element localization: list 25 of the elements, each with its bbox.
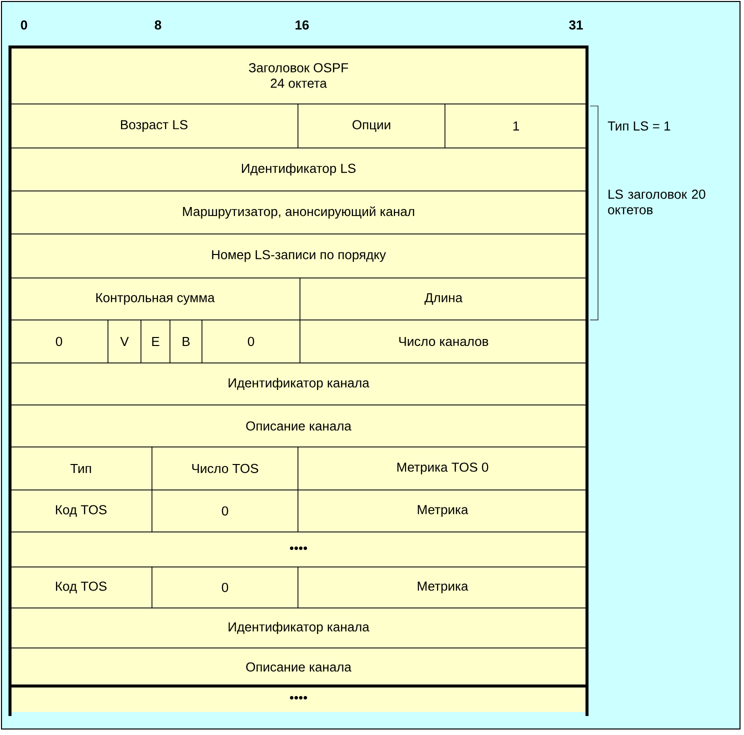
table-cell: E: [140, 320, 170, 364]
bit-number: 16: [296, 20, 309, 30]
table-cell: Код TOS: [10, 566, 152, 608]
table-cell: Метрика: [298, 490, 588, 532]
table-cell: Описание канала: [10, 648, 588, 686]
field-note: LS заголовок 20 октетов: [608, 190, 706, 214]
bit-number: 0: [20, 20, 28, 30]
table-cell: V: [108, 320, 142, 364]
bit-number: 31: [569, 20, 583, 30]
table-cell: Код TOS: [10, 490, 152, 532]
table-cell: Длина: [300, 278, 588, 320]
table-cell: ••••: [10, 686, 587, 712]
table-cell: Возраст LS: [10, 104, 298, 148]
table-cell: 1: [444, 104, 588, 148]
table-cell: Метрика TOS 0: [298, 446, 588, 490]
table-cell: 0: [152, 490, 298, 532]
table-cell: 0: [152, 566, 298, 608]
table-cell: B: [170, 320, 202, 364]
table-cell: Метрика: [298, 566, 588, 608]
field-note: Тип LS = 1: [608, 121, 670, 131]
table-cell: Маршрутизатор, анонсирующий канал: [10, 190, 588, 234]
bit-number: 8: [154, 20, 162, 30]
table-cell: Тип: [10, 446, 152, 490]
table-cell: Число TOS: [152, 446, 298, 490]
table-cell: Опции: [298, 104, 446, 148]
